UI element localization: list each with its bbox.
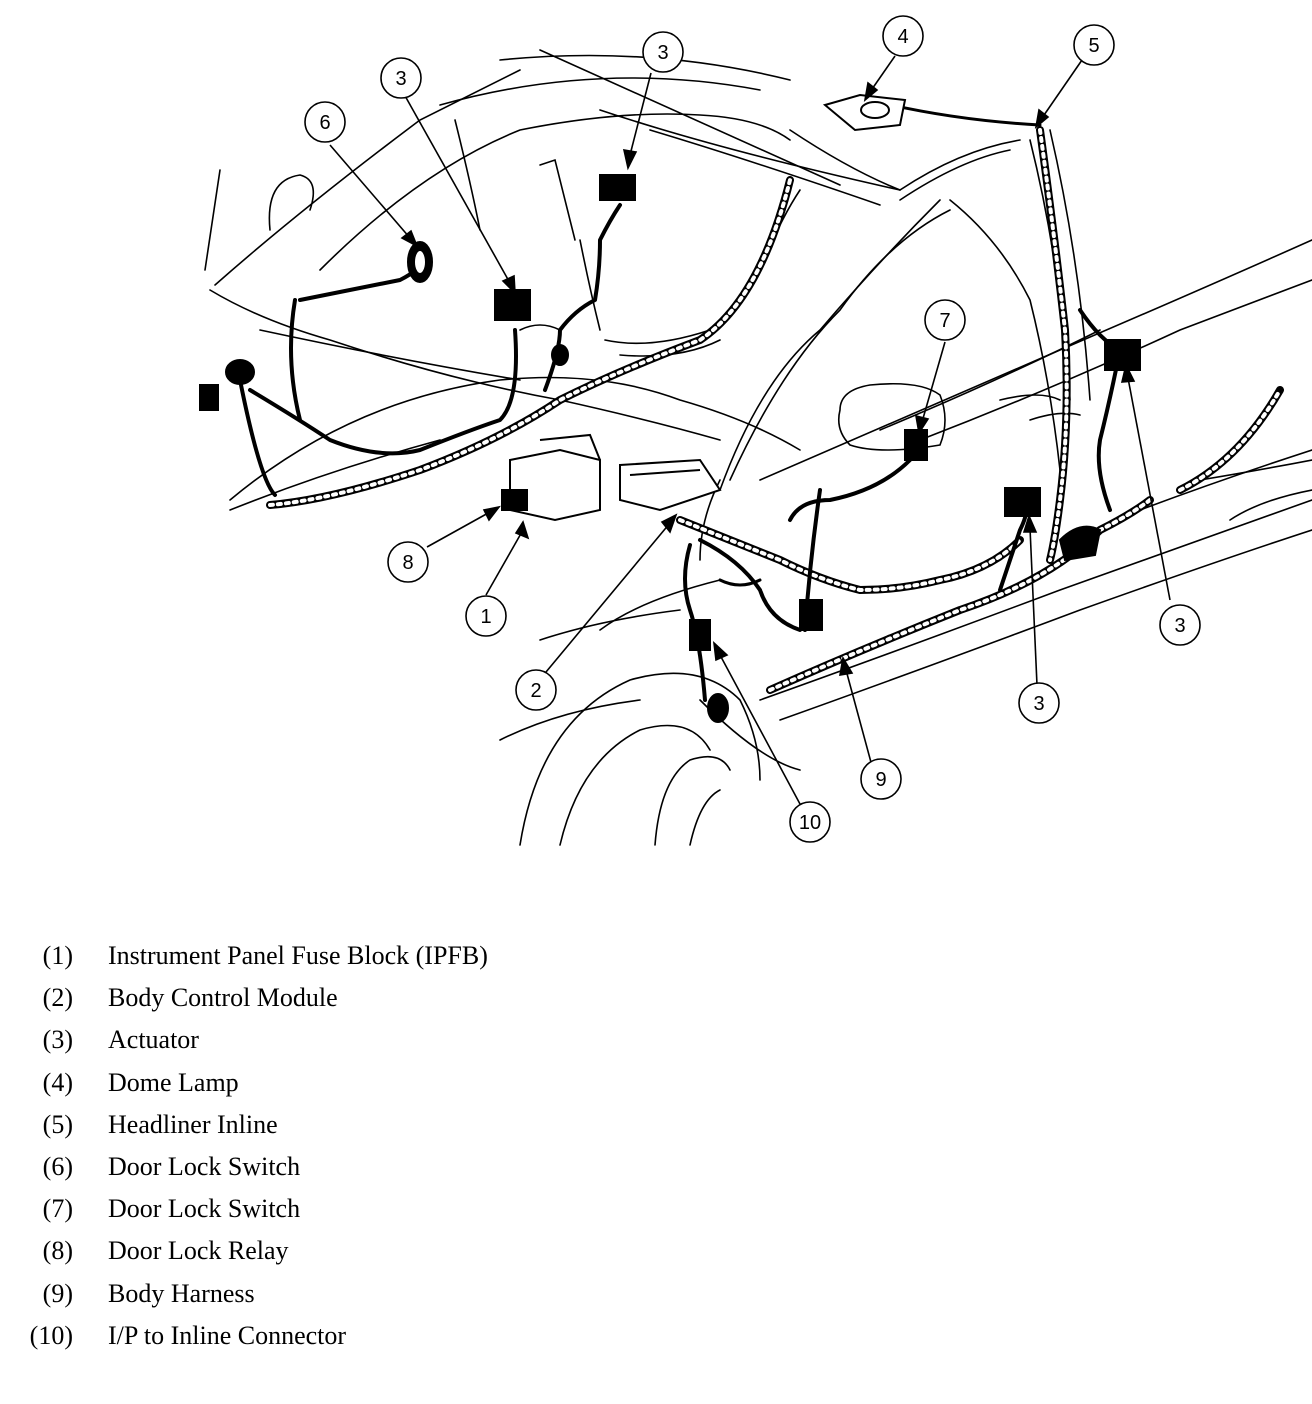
legend-number: (4) xyxy=(42,1067,73,1097)
legend-label: I/P to Inline Connector xyxy=(108,1320,347,1350)
svg-text:3: 3 xyxy=(1174,615,1185,637)
door-lock-switch-part xyxy=(904,429,928,461)
svg-text:7: 7 xyxy=(939,310,950,332)
svg-text:8: 8 xyxy=(402,552,413,574)
callout-4: 4 xyxy=(882,15,924,57)
callout-8: 8 xyxy=(387,541,429,583)
callout-3-lower: 3 xyxy=(1018,682,1060,724)
legend-label: Headliner Inline xyxy=(108,1109,278,1139)
legend-item: (5) Headliner Inline xyxy=(0,1104,900,1146)
legend-label: Door Lock Relay xyxy=(108,1236,289,1266)
legend-label: Body Harness xyxy=(108,1278,255,1308)
legend: (1) Instrument Panel Fuse Block (IPFB) (… xyxy=(0,935,900,1357)
actuator-part xyxy=(599,174,636,201)
callout-3-right: 3 xyxy=(1159,604,1201,646)
legend-number: (7) xyxy=(42,1194,73,1224)
callout-2: 2 xyxy=(515,669,557,711)
callout-3-top: 3 xyxy=(642,31,684,73)
legend-number: (5) xyxy=(42,1109,73,1139)
body-control-module-part xyxy=(619,458,722,512)
callouts: 1 2 3 3 3 3 4 5 xyxy=(304,15,1201,843)
legend-number: (6) xyxy=(42,1151,73,1181)
svg-text:6: 6 xyxy=(319,112,330,134)
legend-number: (2) xyxy=(42,983,73,1013)
legend-item: (3) Actuator xyxy=(0,1019,900,1061)
legend-label: Dome Lamp xyxy=(108,1067,239,1097)
svg-text:3: 3 xyxy=(657,42,668,64)
legend-item: (6) Door Lock Switch xyxy=(0,1146,900,1188)
door-lock-relay-part xyxy=(501,489,528,511)
callout-1: 1 xyxy=(465,595,507,637)
legend-item: (7) Door Lock Switch xyxy=(0,1188,900,1230)
legend-label: Door Lock Switch xyxy=(108,1194,301,1224)
svg-text:9: 9 xyxy=(875,769,886,791)
leader-lines xyxy=(329,55,1171,805)
svg-text:5: 5 xyxy=(1088,35,1099,57)
legend-label: Actuator xyxy=(108,1025,199,1055)
svg-text:2: 2 xyxy=(530,680,541,702)
actuator-part xyxy=(494,289,531,321)
vehicle-outline xyxy=(204,49,1312,846)
callout-9: 9 xyxy=(860,758,902,800)
svg-text:3: 3 xyxy=(1033,693,1044,715)
legend-number: (9) xyxy=(42,1278,73,1308)
legend-number: (10) xyxy=(29,1320,73,1350)
callout-5: 5 xyxy=(1073,24,1115,66)
components xyxy=(199,93,1141,723)
callout-7: 7 xyxy=(924,299,966,341)
legend-number: (1) xyxy=(42,941,73,970)
legend-item: (10) I/P to Inline Connector xyxy=(0,1315,900,1357)
legend-number: (3) xyxy=(42,1025,73,1055)
svg-text:4: 4 xyxy=(897,26,908,48)
legend-label: Instrument Panel Fuse Block (IPFB) xyxy=(108,941,488,970)
svg-text:3: 3 xyxy=(395,68,406,90)
svg-text:10: 10 xyxy=(799,812,821,834)
callout-3-left: 3 xyxy=(380,57,422,99)
ip-connector-part xyxy=(689,619,711,651)
callout-6: 6 xyxy=(304,101,346,143)
actuator-part xyxy=(1104,339,1141,371)
legend-item: (9) Body Harness xyxy=(0,1273,900,1315)
actuator-part xyxy=(1004,487,1041,517)
wiring-harness xyxy=(238,98,1284,702)
callout-10: 10 xyxy=(789,801,831,843)
legend-item: (2) Body Control Module xyxy=(0,977,900,1019)
legend-item: (4) Dome Lamp xyxy=(0,1062,900,1104)
legend-item: (1) Instrument Panel Fuse Block (IPFB) xyxy=(0,935,900,977)
svg-text:1: 1 xyxy=(480,606,491,628)
legend-item: (8) Door Lock Relay xyxy=(0,1230,900,1272)
wiring-diagram: 1 2 3 3 3 3 4 5 xyxy=(199,15,1312,846)
legend-label: Body Control Module xyxy=(108,983,338,1013)
legend-label: Door Lock Switch xyxy=(108,1151,301,1181)
legend-number: (8) xyxy=(42,1236,73,1266)
